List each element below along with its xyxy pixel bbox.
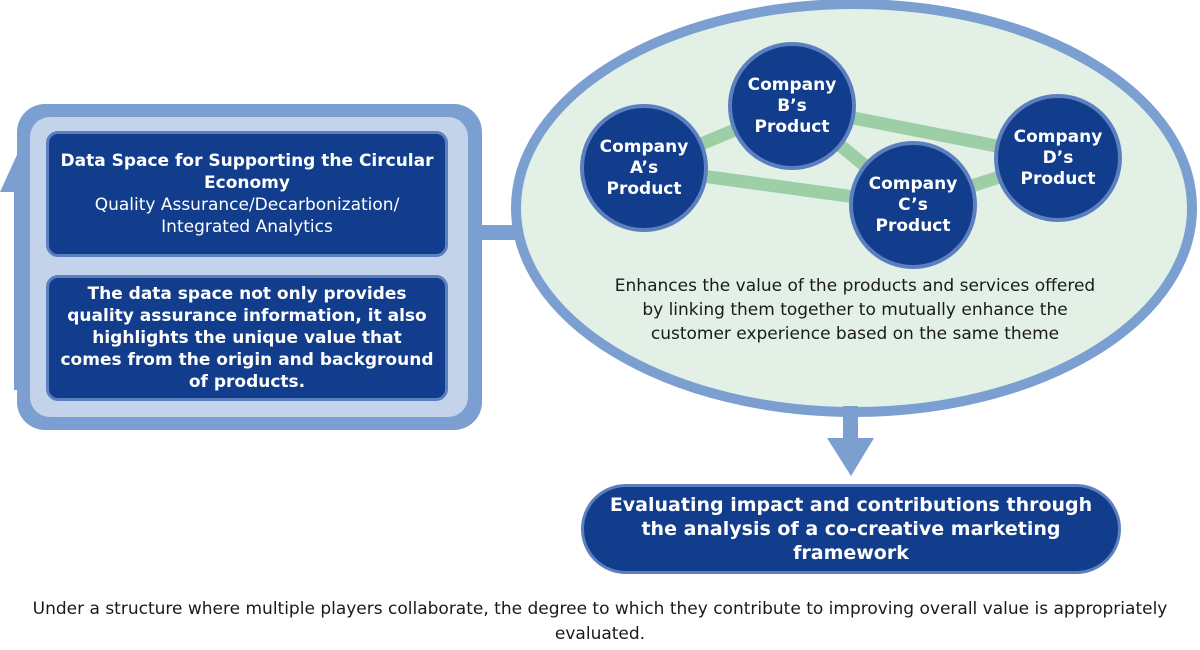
node-c-line1: Company [868,173,958,194]
node-a-line3: Product [606,178,682,199]
node-d-line2: D’s [1042,147,1074,168]
data-space-title-box: Data Space for Supporting the Circular E… [46,131,448,257]
evaluation-text: Evaluating impact and contributions thro… [609,494,1093,564]
down-arrow-icon [827,438,874,476]
company-b-product-node: Company B’s Product [728,42,856,170]
node-d-line1: Company [1013,126,1103,147]
data-space-title: Data Space for Supporting the Circular E… [60,151,434,193]
node-b-line2: B’s [777,95,807,116]
evaluation-box: Evaluating impact and contributions thro… [581,484,1121,574]
data-space-info-box: The data space not only provides quality… [46,275,448,401]
ecosystem-description: Enhances the value of the products and s… [614,276,1096,344]
data-space-subtitle-line2: Integrated Analytics [161,217,333,237]
node-d-line3: Product [1020,168,1096,189]
data-space-subtitle-line1: Quality Assurance/Decarbonization/ [94,195,400,215]
node-b-line3: Product [754,116,830,137]
company-c-product-node: Company C’s Product [849,141,977,269]
bottom-caption: Under a structure where multiple players… [32,599,1168,644]
node-b-line1: Company [747,74,837,95]
down-arrow-shaft [843,406,858,440]
node-c-line2: C’s [898,194,928,215]
node-c-line3: Product [875,215,951,236]
node-a-line2: A’s [629,157,659,178]
node-a-line1: Company [599,136,689,157]
company-d-product-node: Company D’s Product [994,94,1122,222]
data-space-info-text: The data space not only provides quality… [60,284,434,392]
company-a-product-node: Company A’s Product [580,104,708,232]
